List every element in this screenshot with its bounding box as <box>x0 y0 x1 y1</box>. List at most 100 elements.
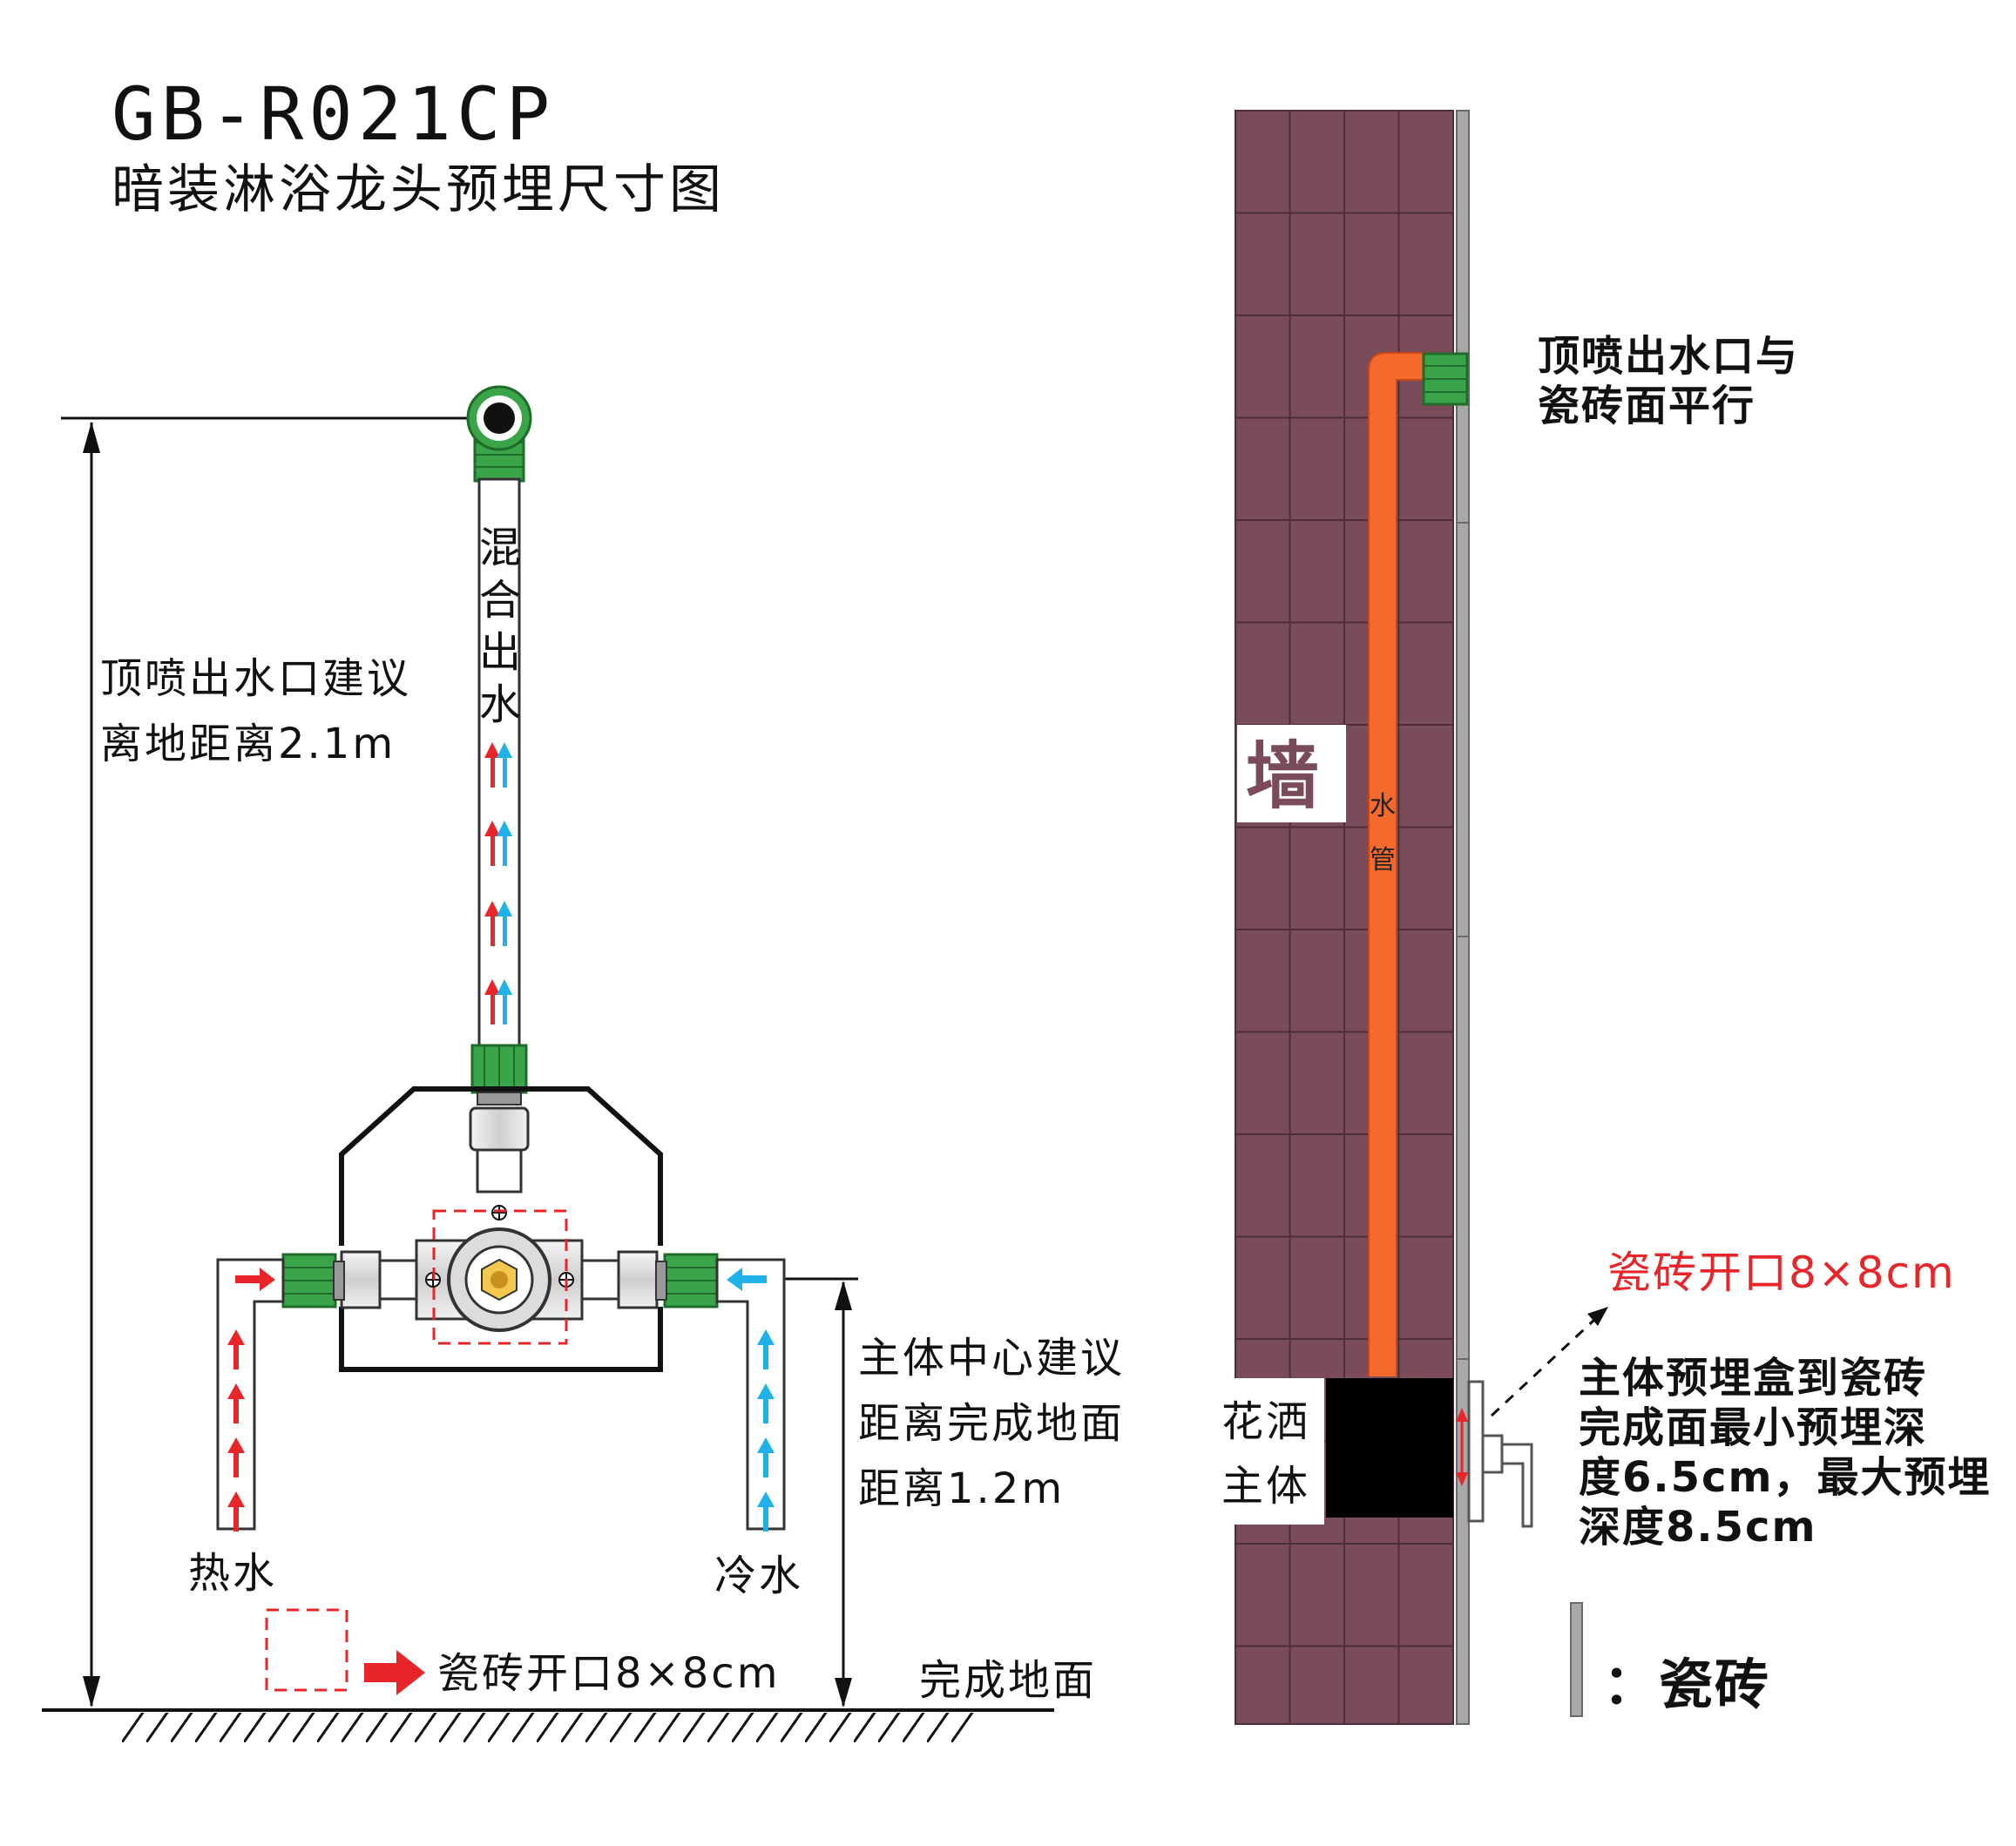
height-note-line2: 离地距离2.1m <box>100 720 396 768</box>
valve-spindle-core <box>490 1271 508 1288</box>
box-depth-note-line3: 度6.5cm，最大预埋 <box>1579 1453 1992 1502</box>
wall-brick <box>1235 1031 1291 1135</box>
hot-flow-arrows <box>227 1268 275 1532</box>
wall-brick <box>1397 621 1454 726</box>
wall-brick <box>1289 212 1345 316</box>
shower-body-panel <box>1202 1378 1324 1525</box>
wall-outlet-green-fitting <box>1422 352 1469 406</box>
wall-brick <box>1235 929 1291 1033</box>
wall-brick <box>1289 1645 1345 1725</box>
wall-brick <box>1289 416 1345 521</box>
embed-depth-arrow-bottom <box>1456 1472 1468 1486</box>
mixed-flow-arrows <box>484 742 512 1024</box>
opening-outline-center <box>432 1209 568 1345</box>
wall-brick <box>1397 724 1454 828</box>
tile-strip <box>1456 110 1470 1725</box>
wall-brick <box>1235 212 1291 316</box>
left-union <box>378 1259 418 1301</box>
wall-brick <box>1289 929 1345 1033</box>
wall-brick <box>1397 212 1454 316</box>
lever-handle <box>1500 1443 1533 1528</box>
wall-brick <box>1235 1543 1291 1647</box>
pipe-label-char-2: 合 <box>479 576 524 625</box>
wall-label: 墙 <box>1246 734 1319 819</box>
shower-body-line2: 主体 <box>1221 1462 1310 1511</box>
cold-water-label: 冷水 <box>714 1552 803 1600</box>
cold-flow-arrows <box>727 1268 775 1532</box>
cover-plate <box>1467 1380 1485 1523</box>
center-arrow-top <box>835 1281 852 1310</box>
tile-opening-pointer-head <box>1587 1307 1608 1326</box>
dimension-arrow-top <box>83 422 100 453</box>
wall-brick <box>1289 826 1345 930</box>
cold-water-pipe <box>715 1258 786 1531</box>
valve-stem <box>476 1148 523 1193</box>
tile-opening-legend-box <box>265 1608 348 1692</box>
wall-brick <box>1235 110 1291 214</box>
wall-brick <box>1289 621 1345 726</box>
height-note-line1: 顶喷出水口建议 <box>100 654 411 703</box>
box-depth-note-line2: 完成面最小预埋深 <box>1579 1403 1927 1452</box>
pipe-label-char-3: 出 <box>479 628 524 677</box>
water-pipe-label-char-1: 水 <box>1370 791 1396 822</box>
hot-green-coupling <box>281 1253 345 1308</box>
wall-brick <box>1235 1645 1291 1725</box>
center-arrow-bottom <box>835 1678 852 1707</box>
top-hex-nut <box>469 1106 530 1152</box>
pipe-label-char-4: 水 <box>479 680 524 729</box>
center-note-line1: 主体中心建议 <box>858 1334 1125 1383</box>
embedded-water-pipe <box>1369 352 1429 1376</box>
wall-brick <box>1397 1133 1454 1238</box>
finished-floor-label: 完成地面 <box>919 1656 1097 1705</box>
wall-brick <box>1289 1235 1345 1340</box>
hot-water-pipe <box>216 1258 285 1531</box>
hot-water-label: 热水 <box>188 1549 277 1598</box>
right-section-view: 墙 水 管 顶喷出水口与 瓷砖面平行 花洒 主体 <box>1202 110 1992 1725</box>
wall-brick <box>1397 929 1454 1033</box>
wall-brick <box>1289 110 1345 214</box>
pipe-edge <box>1368 352 1429 1376</box>
wall-brick <box>1235 314 1291 419</box>
wall-brick <box>1235 1133 1291 1238</box>
tile-legend-swatch <box>1570 1602 1583 1717</box>
left-hex-nut <box>340 1250 382 1309</box>
tile-opening-legend-text: 瓷砖开口8×8cm <box>437 1649 780 1698</box>
wall-brick <box>1397 1543 1454 1647</box>
cold-green-coupling <box>655 1253 719 1308</box>
riser-green-coupling <box>470 1044 528 1106</box>
wall-brick <box>1397 1235 1454 1340</box>
dimension-arrow-bottom <box>83 1676 100 1707</box>
tile-opening-arrow-icon <box>364 1650 425 1695</box>
tile-legend-label: ：瓷砖 <box>1603 1653 1770 1716</box>
center-note-line2: 距离完成地面 <box>858 1399 1125 1448</box>
wall-brick <box>1343 1645 1400 1725</box>
wall-brick <box>1289 1031 1345 1135</box>
top-outlet-elbow <box>466 385 532 483</box>
wall-brick <box>1397 519 1454 624</box>
water-pipe-label-char-2: 管 <box>1370 845 1396 876</box>
wall-brick <box>1289 314 1345 419</box>
tile-opening-note: 瓷砖开口8×8cm <box>1607 1248 1956 1298</box>
floor-hatching <box>122 1713 976 1742</box>
wall-label-panel <box>1237 725 1346 822</box>
pipe-label-char-1: 混 <box>479 524 524 572</box>
diagram-subtitle: 暗装淋浴龙头预埋尺寸图 <box>112 159 725 220</box>
wall-brick <box>1397 1031 1454 1135</box>
wall-brick <box>1235 826 1291 930</box>
wall-brick <box>1397 416 1454 521</box>
wall-brick <box>1289 1133 1345 1238</box>
wall-brick <box>1289 1543 1345 1647</box>
embed-depth-arrow-top <box>1456 1408 1468 1422</box>
embedded-valve-box <box>1326 1378 1453 1518</box>
shower-body-line1: 花洒 <box>1221 1397 1310 1446</box>
valve-housing-outline <box>339 1086 663 1372</box>
wall-brick <box>1235 621 1291 726</box>
box-depth-note-line4: 深度8.5cm <box>1579 1503 1817 1552</box>
wall-brick <box>1343 1543 1400 1647</box>
wall-brick <box>1397 1645 1454 1725</box>
wall-brick <box>1235 519 1291 624</box>
top-outlet-note-line1: 顶喷出水口与 <box>1538 332 1799 381</box>
right-hex-nut <box>617 1250 659 1309</box>
wall-brick <box>1397 826 1454 930</box>
